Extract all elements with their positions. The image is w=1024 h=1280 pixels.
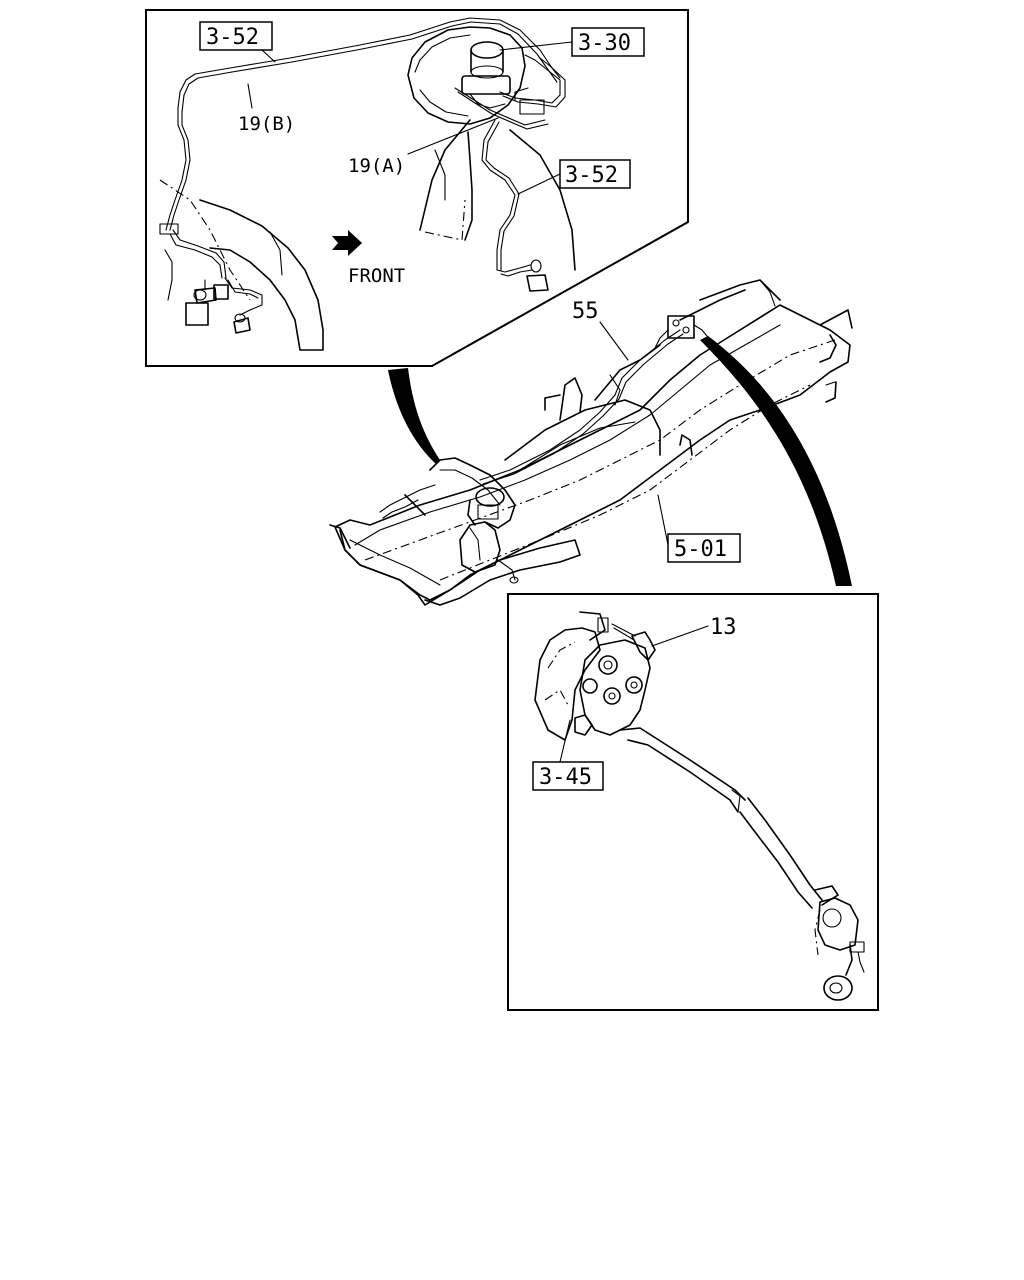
ref-box-5-01 <box>667 533 741 563</box>
ref-box-3-30 <box>571 27 645 57</box>
ref-box-3-45 <box>532 761 604 791</box>
label-ref-3-30: 3-30 <box>578 31 631 56</box>
label-front: FRONT <box>348 265 405 287</box>
label-part-13: 13 <box>710 615 737 640</box>
callout-leader-curves <box>388 336 852 586</box>
detail-frame-rear <box>507 593 879 1011</box>
detail-frame-front <box>145 9 689 367</box>
chassis-label-layer: 55 5-01 <box>572 299 741 563</box>
label-ref-5-01: 5-01 <box>674 537 727 562</box>
label-ref-3-52-right: 3-52 <box>565 163 618 188</box>
ref-box-3-52-top <box>199 21 273 51</box>
label-ref-3-52-top: 3-52 <box>206 25 259 50</box>
label-ref-3-45: 3-45 <box>539 765 592 790</box>
label-pipe-19a: 19(A) <box>348 155 405 177</box>
front-detail-drawing <box>159 17 576 351</box>
rear-valve-detail <box>534 611 865 1001</box>
top-label-layer: 3-52 3-30 19(B) 19(A) 3-52 FRONT <box>199 21 645 287</box>
chassis-frame <box>329 279 853 606</box>
label-pipe-19b: 19(B) <box>238 113 295 135</box>
rear-label-layer: 13 3-45 <box>532 615 737 791</box>
front-arrow-icon <box>332 230 362 256</box>
label-part-55: 55 <box>572 299 599 324</box>
